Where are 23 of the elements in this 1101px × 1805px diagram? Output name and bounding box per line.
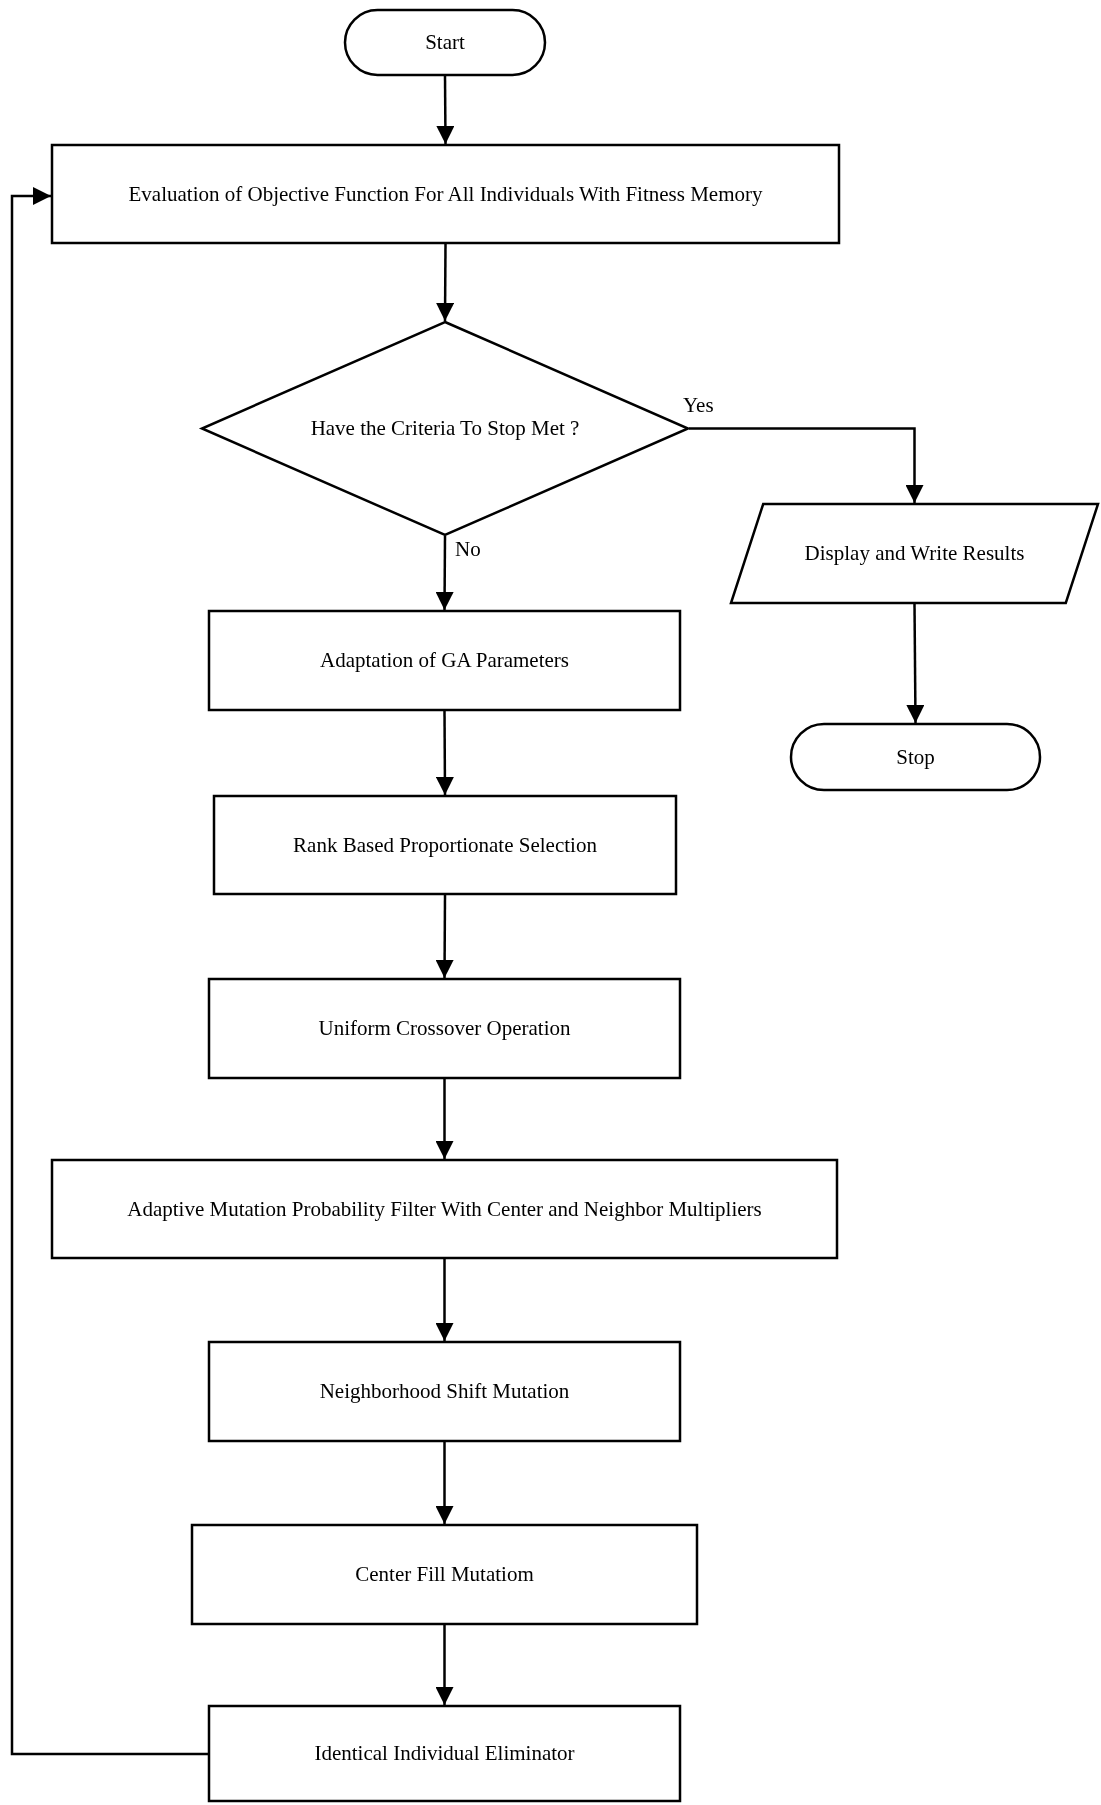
process-box: Identical Individual Eliminator <box>208 1705 681 1802</box>
arrow <box>436 244 455 321</box>
process-box: Evaluation of Objective Function For All Individuals With Fitness Memory <box>51 144 840 244</box>
process-box: Rank Based Proportionate Selection <box>213 795 677 895</box>
process-box: Neighborhood Shift Mutation <box>208 1341 681 1442</box>
arrow <box>435 1442 454 1524</box>
io-parallelogram: Display and Write Results <box>730 503 1099 604</box>
arrow <box>10 187 208 1756</box>
terminal-shape: Start <box>344 9 546 76</box>
process-box: Uniform Crossover Operation <box>208 978 681 1079</box>
process-box: Adaptation of GA Parameters <box>208 610 681 711</box>
arrow <box>435 536 454 610</box>
arrow <box>436 76 455 144</box>
arrow <box>435 1259 454 1341</box>
arrow <box>435 1079 454 1159</box>
arrow <box>435 1625 454 1705</box>
arrow <box>435 711 454 795</box>
process-box: Center Fill Mutatiom <box>191 1524 698 1625</box>
terminal-shape: Stop <box>790 723 1041 791</box>
arrow <box>906 604 925 723</box>
process-box: Adaptive Mutation Probability Filter With Center and Neighbor Multipliers <box>51 1159 838 1259</box>
arrow <box>689 427 924 503</box>
arrow <box>435 895 454 978</box>
